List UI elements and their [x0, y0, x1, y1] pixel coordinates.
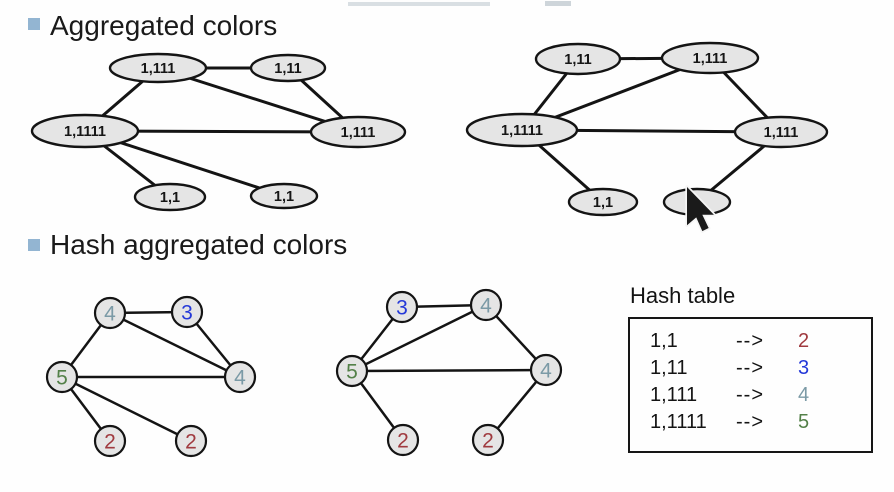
- section-title: Aggregated colors: [50, 10, 278, 41]
- graph-hash-aggregated-left: 4 3 5 4 2 2: [45, 295, 257, 458]
- graph-node-label: 5: [346, 361, 358, 384]
- hash-table-key: 1,111: [650, 384, 698, 406]
- graph-node: [93, 424, 127, 458]
- section-aggregated-colors: Aggregated colors: [28, 10, 277, 42]
- hash-table-value: 3: [798, 357, 810, 379]
- hash-table-row: 1,1111 --> 5: [630, 411, 871, 438]
- video-artifact: [348, 2, 490, 6]
- bullet-icon: [28, 18, 40, 30]
- graph-node: [660, 41, 760, 75]
- graph-edge: [108, 311, 242, 379]
- graph-node: [386, 423, 420, 457]
- graph-edge: [60, 375, 193, 443]
- bullet-icon: [28, 239, 40, 251]
- hash-table-key: 1,1: [650, 330, 678, 352]
- graph-node-label: 2: [185, 431, 197, 454]
- graph-node-label: 3: [181, 302, 193, 325]
- graph-aggregated-right: 1,11 1,111 1,1111 1,111 1,1: [465, 41, 829, 217]
- hash-table-arrow: -->: [736, 384, 764, 406]
- graph-node-label: 5: [56, 367, 68, 390]
- graph-node-label: 1,111: [341, 125, 376, 141]
- graph-node-label: 1,1: [160, 190, 180, 206]
- hash-table-key: 1,1111: [650, 411, 707, 433]
- graph-node-label: 2: [397, 430, 409, 453]
- graph-node: [249, 182, 319, 210]
- hash-table-key: 1,11: [650, 357, 688, 379]
- graph-node: [733, 115, 829, 149]
- graph-node: [469, 288, 503, 322]
- hash-table-arrow: -->: [736, 330, 764, 352]
- hash-table: 1,1 --> 2 1,11 --> 3 1,111 --> 4 1,1111 --> 5: [628, 317, 873, 453]
- hash-table-row: 1,1 --> 2: [630, 330, 871, 357]
- hash-table-rows: 1,1 --> 2 1,11 --> 3 1,111 --> 4 1,1111 --> 5: [630, 330, 871, 438]
- graph-node: [465, 112, 579, 148]
- graph-node-label: 4: [540, 360, 552, 383]
- graph-node-label: 4: [104, 303, 116, 326]
- hash-table-value: 5: [798, 411, 810, 433]
- graph-node: [108, 52, 208, 84]
- graph-edge: [350, 368, 548, 373]
- hash-table-arrow: -->: [736, 357, 764, 379]
- graph-node-label: 1,111: [693, 51, 728, 67]
- graph-node-label: 1,11: [564, 52, 591, 68]
- graph-node: [471, 423, 505, 457]
- hash-table-value: 4: [798, 384, 810, 406]
- graph-node: [170, 295, 204, 329]
- graph-node-label: 1,11: [274, 61, 301, 77]
- hash-table-title: Hash table: [630, 283, 736, 308]
- hash-table-row: 1,111 --> 4: [630, 384, 871, 411]
- hash-table-row: 1,11 --> 3: [630, 357, 871, 384]
- hash-table-value: 2: [798, 330, 810, 352]
- graph-node-label: 1,1111: [64, 124, 106, 140]
- graph-node: [385, 290, 419, 324]
- graph-node: [335, 354, 369, 388]
- graph-node: [529, 353, 563, 387]
- graph-node: [249, 53, 327, 83]
- graph-node: [45, 360, 79, 394]
- section-title: Hash aggregated colors: [50, 229, 348, 260]
- graph-node-label: 1,111: [141, 61, 176, 77]
- graph-node-label: 4: [480, 295, 492, 318]
- graph-node: [174, 424, 208, 458]
- graph-node-label: 3: [396, 297, 408, 320]
- graph-node-label: 1,1: [274, 189, 294, 205]
- graph-hash-aggregated-right: 3 4 5 4 2 2: [335, 288, 563, 457]
- graph-node-label: 1,1: [593, 195, 613, 211]
- video-artifact: [545, 1, 571, 6]
- graph-node: [30, 113, 140, 149]
- graph-edge: [350, 303, 488, 373]
- graph-node: [534, 42, 622, 76]
- graph-node-label: 1,1111: [501, 123, 543, 139]
- section-hash-aggregated-colors: Hash aggregated colors: [28, 229, 347, 261]
- hash-table-arrow: -->: [736, 411, 764, 433]
- graph-aggregated-left: 1,111 1,11 1,1111 1,111 1,1 1,1: [30, 52, 407, 212]
- graph-node: [567, 187, 639, 217]
- graph-node-label: 2: [482, 430, 494, 453]
- graph-node-label: 4: [234, 367, 246, 390]
- graph-node: [223, 360, 257, 394]
- graph-node-label: 1,111: [764, 125, 799, 141]
- graph-node: [93, 296, 127, 330]
- graph-node: [133, 182, 207, 212]
- mouse-cursor-icon: [685, 185, 716, 233]
- graph-node: [309, 115, 407, 149]
- graph-node-label: 2: [104, 431, 116, 454]
